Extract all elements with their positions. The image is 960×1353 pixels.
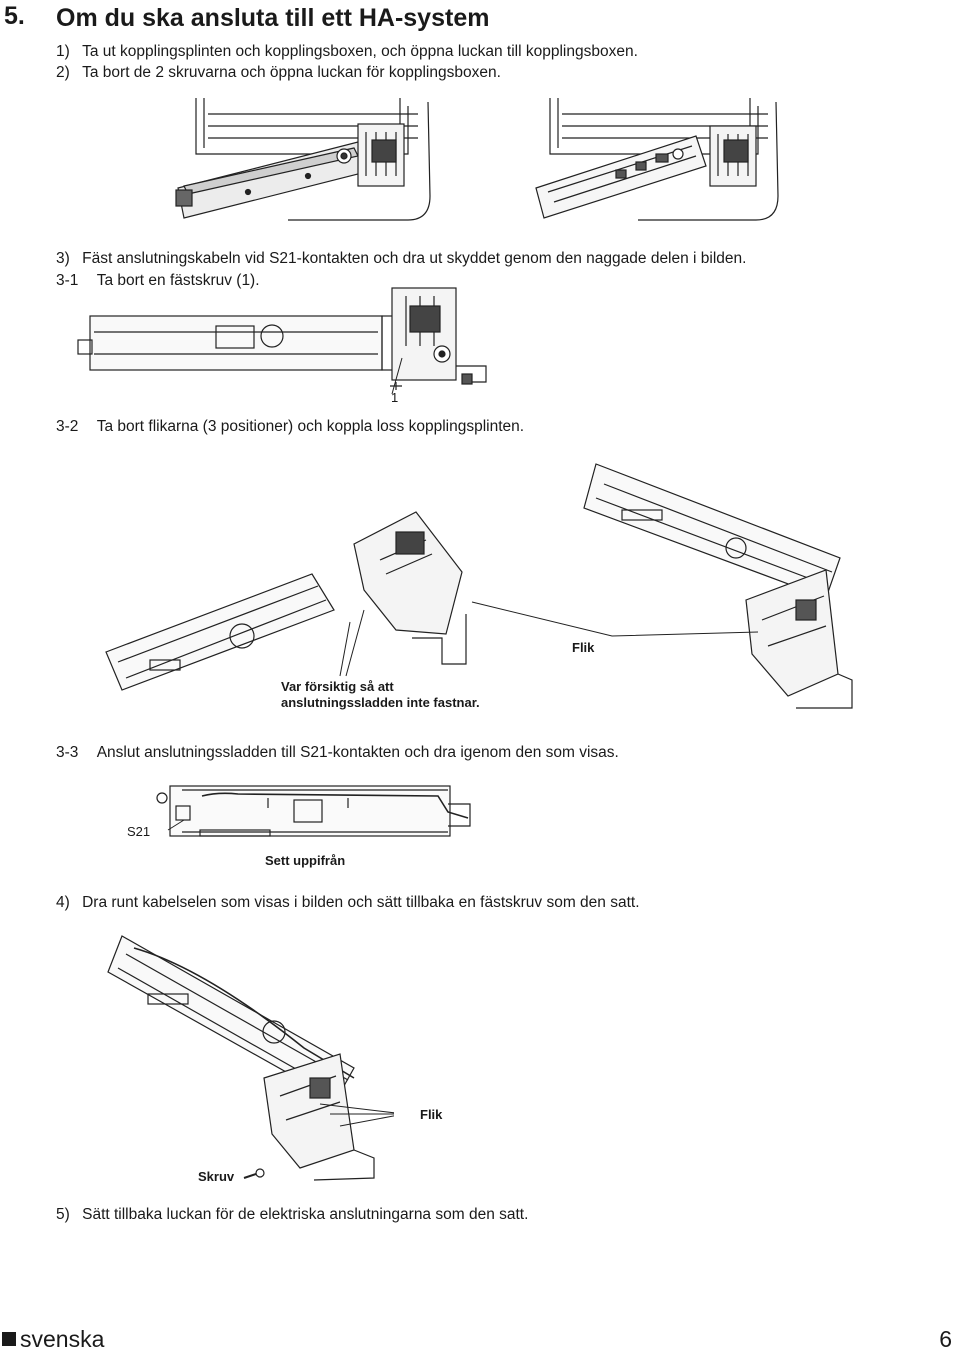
figure-top-view — [148, 782, 488, 848]
top-view-label: Sett uppifrån — [265, 853, 346, 868]
figure-remove-screw — [66, 286, 496, 398]
step-2: 2) Ta bort de 2 skruvarna och öppna luck… — [56, 64, 501, 82]
step-1: 1) Ta ut kopplingsplinten och kopplingsb… — [56, 43, 638, 61]
language-label: svenska — [20, 1326, 105, 1352]
flik-label-1: Flik — [572, 640, 595, 655]
footer-language: svenska — [2, 1326, 104, 1353]
step-number: 3-2 — [56, 418, 79, 435]
step-number: 2) — [56, 64, 70, 81]
step-text: Ta bort en fästskruv (1). — [96, 272, 260, 289]
step-number: 1) — [56, 43, 70, 60]
s21-label: S21 — [127, 824, 151, 839]
square-bullet-icon — [2, 1332, 16, 1346]
flik-label-2: Flik — [420, 1107, 443, 1122]
figure-route-harness — [104, 928, 394, 1188]
step-number: 4) — [56, 894, 70, 911]
step-text: Ta ut kopplingsplinten och kopplingsboxe… — [82, 43, 638, 60]
step-text: Ta bort de 2 skruvarna och öppna luckan … — [82, 64, 501, 81]
caution-line-2: anslutningssladden inte fastnar. — [281, 695, 480, 710]
figure-box-closed — [168, 96, 440, 226]
step-3-2: 3-2 Ta bort flikarna (3 positioner) och … — [56, 418, 524, 436]
skruv-label: Skruv — [198, 1169, 235, 1184]
step-number: 3-1 — [56, 272, 79, 289]
section-number: 5. — [4, 2, 25, 30]
step-3: 3) Fäst anslutningskabeln vid S21-kontak… — [56, 250, 746, 268]
figure-remove-tabs — [96, 450, 862, 712]
step-number: 5) — [56, 1206, 70, 1223]
section-title: Om du ska ansluta till ett HA-system — [56, 4, 490, 32]
caution-line-1: Var försiktig så att — [281, 679, 394, 694]
figure-box-opened — [528, 96, 790, 226]
step-text: Dra runt kabelselen som visas i bilden o… — [82, 894, 640, 911]
step-text: Sätt tillbaka luckan för de elektriska a… — [82, 1206, 529, 1223]
step-number: 3) — [56, 250, 70, 267]
step-4: 4) Dra runt kabelselen som visas i bilde… — [56, 894, 640, 912]
step-3-3: 3-3 Anslut anslutningssladden till S21-k… — [56, 744, 619, 762]
step-number: 3-3 — [56, 744, 79, 761]
screw-number-label: 1 — [391, 390, 399, 405]
step-text: Fäst anslutningskabeln vid S21-kontakten… — [82, 250, 747, 267]
step-3-1: 3-1 Ta bort en fästskruv (1). — [56, 272, 260, 290]
step-text: Ta bort flikarna (3 positioner) och kopp… — [96, 418, 525, 435]
page-number: 6 — [939, 1326, 952, 1352]
step-text: Anslut anslutningssladden till S21-konta… — [96, 744, 619, 761]
step-5: 5) Sätt tillbaka luckan för de elektrisk… — [56, 1206, 528, 1224]
